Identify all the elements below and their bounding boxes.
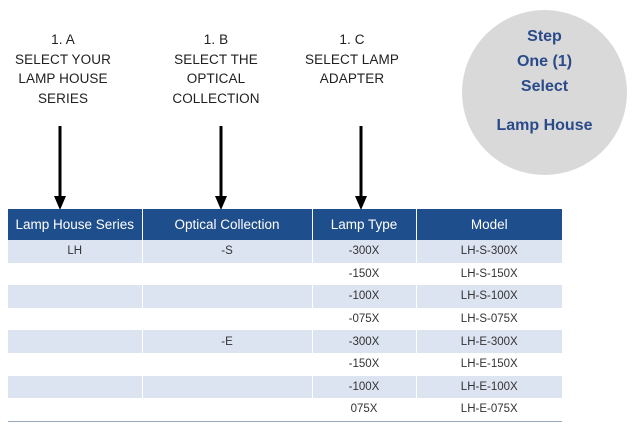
table-row: -100X LH-E-100X xyxy=(8,375,562,399)
badge-line-number: One (1) xyxy=(516,53,573,70)
cell-series xyxy=(8,330,143,353)
cell-model: LH-S-075X xyxy=(416,307,562,331)
cell-collection: -S xyxy=(142,240,313,263)
cell-lamp-type: -150X xyxy=(312,262,417,286)
table-row: 075X LH-E-075X xyxy=(8,398,562,422)
badge-line-step: Step xyxy=(527,28,562,45)
step-1a-line-1: SELECT YOUR xyxy=(15,51,111,67)
cell-series xyxy=(8,307,143,331)
table-row: LH -S -300X LH-S-300X xyxy=(8,240,562,263)
cell-series xyxy=(8,352,143,376)
cell-series xyxy=(8,262,143,286)
step-1a-label: 1. A SELECT YOUR LAMP HOUSE SERIES xyxy=(4,30,122,108)
step-1c-line-1: SELECT LAMP xyxy=(305,51,399,67)
cell-lamp-type: 075X xyxy=(312,398,417,422)
cell-model: LH-E-300X xyxy=(416,330,562,353)
table-row: -100X LH-S-100X xyxy=(8,285,562,308)
step-1a-number: 1. A xyxy=(51,32,75,47)
cell-series xyxy=(8,398,143,422)
table-row: -E -300X LH-E-300X xyxy=(8,330,562,353)
cell-collection xyxy=(142,375,313,399)
table-header-row: Lamp House Series Optical Collection Lam… xyxy=(8,209,562,240)
badge-line-select: Select xyxy=(520,78,569,95)
down-arrow-icon xyxy=(355,126,367,210)
cell-model: LH-E-075X xyxy=(416,398,562,422)
badge-spacer xyxy=(462,99,627,113)
step-1b-label: 1. B SELECT THE OPTICAL COLLECTION xyxy=(157,30,275,108)
cell-lamp-type: -075X xyxy=(312,307,417,331)
table-row: -075X LH-S-075X xyxy=(8,307,562,331)
step-1b-number: 1. B xyxy=(203,32,229,47)
cell-model: LH-E-150X xyxy=(416,352,562,376)
cell-collection xyxy=(142,398,313,422)
step-1c-line-2: ADAPTER xyxy=(319,71,385,86)
cell-collection xyxy=(142,262,313,286)
cell-series xyxy=(8,285,143,308)
down-arrow-icon xyxy=(54,126,66,210)
cell-lamp-type: -100X xyxy=(312,375,417,399)
step-1b-line-3: COLLECTION xyxy=(172,90,260,106)
column-header-lamp-type: Lamp Type xyxy=(312,209,417,240)
column-header-optical-collection: Optical Collection xyxy=(142,209,313,240)
down-arrow-icon xyxy=(215,126,227,210)
cell-lamp-type: -100X xyxy=(312,285,417,308)
step-1b-line-2: OPTICAL xyxy=(186,71,246,86)
cell-model: LH-S-150X xyxy=(416,262,562,286)
cell-series: LH xyxy=(8,240,143,263)
cell-model: LH-E-100X xyxy=(416,375,562,399)
cell-model: LH-S-100X xyxy=(416,285,562,308)
cell-lamp-type: -300X xyxy=(312,240,417,263)
table-row: -150X LH-S-150X xyxy=(8,262,562,286)
column-header-lamp-house-series: Lamp House Series xyxy=(8,209,143,240)
column-header-model: Model xyxy=(416,209,562,240)
cell-collection xyxy=(142,307,313,331)
cell-collection: -E xyxy=(142,330,313,353)
cell-lamp-type: -150X xyxy=(312,352,417,376)
cell-collection xyxy=(142,285,313,308)
lamp-house-table: Lamp House Series Optical Collection Lam… xyxy=(8,209,562,422)
step-1b-line-1: SELECT THE xyxy=(174,51,258,67)
step-badge: Step One (1) Select Lamp House xyxy=(462,10,627,175)
badge-subtitle: Lamp House xyxy=(496,117,593,134)
cell-series xyxy=(8,375,143,399)
step-1c-number: 1. C xyxy=(339,32,365,47)
cell-lamp-type: -300X xyxy=(312,330,417,353)
cell-model: LH-S-300X xyxy=(416,240,562,263)
table-row: -150X LH-E-150X xyxy=(8,352,562,376)
step-1c-label: 1. C SELECT LAMP ADAPTER xyxy=(297,30,407,89)
cell-collection xyxy=(142,352,313,376)
step-1a-line-2: LAMP HOUSE xyxy=(18,71,108,86)
step-1a-line-3: SERIES xyxy=(37,90,89,106)
